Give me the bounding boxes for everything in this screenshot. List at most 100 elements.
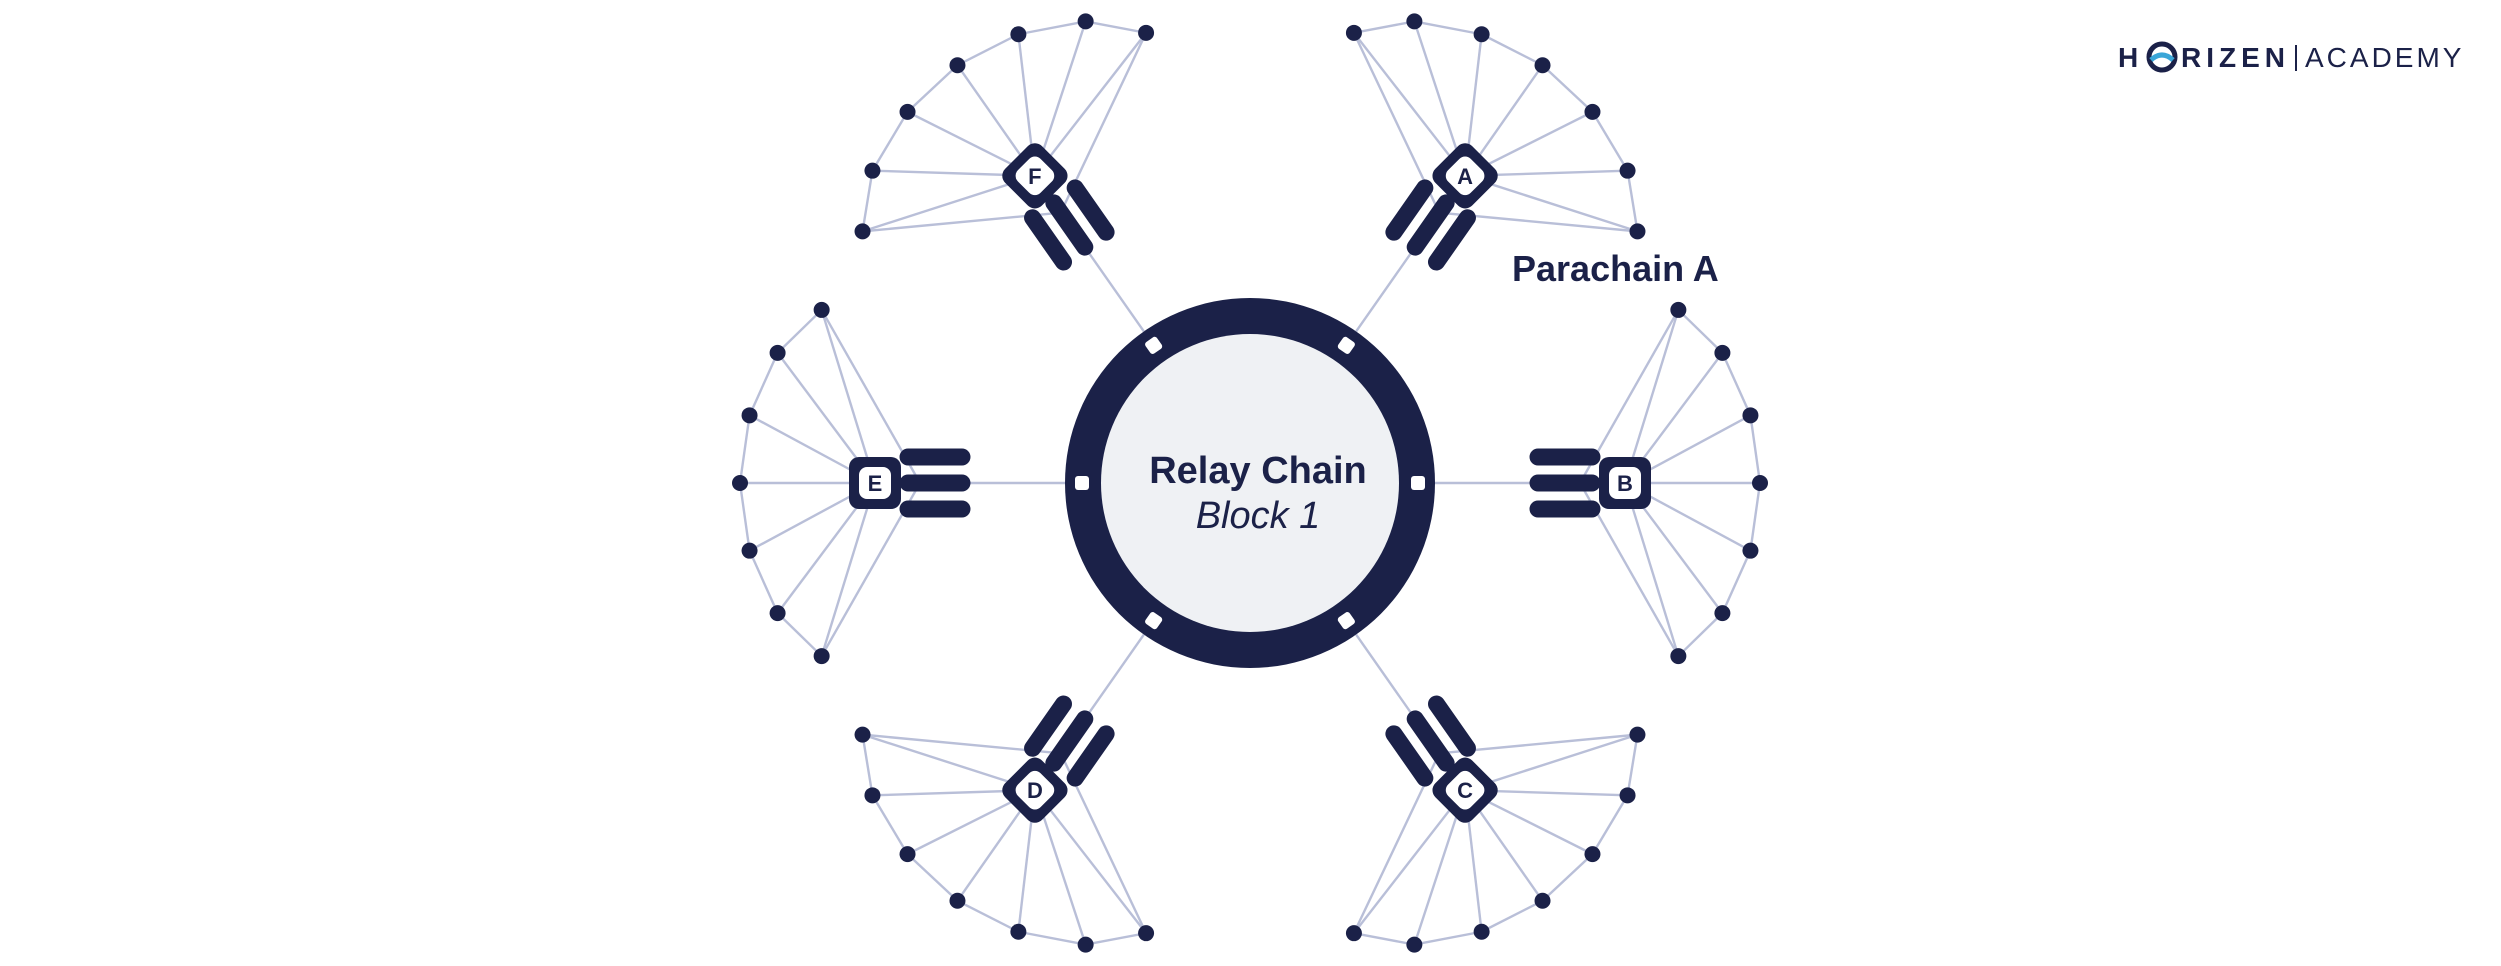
collator-node xyxy=(741,542,758,559)
block-bar xyxy=(1406,194,1455,256)
collator-ring-link xyxy=(1085,931,1147,946)
hub-port xyxy=(1337,336,1355,354)
collator-link xyxy=(1623,482,1680,657)
chip-face xyxy=(859,467,891,499)
chip-face xyxy=(1015,156,1055,196)
collator-node xyxy=(1406,13,1423,30)
collator-node xyxy=(769,605,786,622)
collator-ring-link xyxy=(906,64,959,113)
collator-ring-link xyxy=(1018,930,1086,946)
collator-node xyxy=(854,726,871,743)
parachain-a: A xyxy=(1345,13,1646,271)
collator-node xyxy=(1742,542,1759,559)
collator-ring-link xyxy=(1626,734,1639,796)
collator-ring-link xyxy=(1749,482,1762,551)
collator-ring-link xyxy=(1749,415,1762,484)
parachain-f: F xyxy=(854,13,1155,271)
collator-node xyxy=(1670,648,1687,665)
collator-link xyxy=(820,309,877,484)
collator-node xyxy=(1629,726,1646,743)
collator-node xyxy=(1619,162,1636,179)
collator-ring-link xyxy=(738,415,751,484)
hub-port xyxy=(1411,476,1425,490)
collator-link xyxy=(1352,789,1467,934)
collator-link xyxy=(1464,733,1638,792)
collator-node xyxy=(1584,846,1601,863)
chip-face xyxy=(1445,156,1485,196)
collator-node xyxy=(1752,475,1768,491)
collator-node xyxy=(732,475,748,491)
collator-node xyxy=(949,892,966,909)
collator-node xyxy=(741,407,758,424)
brand-divider xyxy=(2295,45,2297,71)
hub-inner-disc xyxy=(1101,334,1399,632)
parachain-letter-f: F xyxy=(1028,164,1041,189)
collator-node xyxy=(1473,26,1490,43)
collator-node xyxy=(1077,936,1094,953)
collator-ring-link xyxy=(871,794,909,855)
collator-link xyxy=(1033,32,1148,177)
collator-node xyxy=(1619,787,1636,804)
hub-port xyxy=(1337,612,1355,630)
parachain-chip xyxy=(1432,143,1498,209)
collator-node xyxy=(1077,13,1094,30)
parachain-chip xyxy=(1002,757,1068,823)
collator-ring-link xyxy=(776,612,823,657)
block-bar xyxy=(1066,179,1115,241)
collator-node xyxy=(899,103,916,120)
collator-ring-link xyxy=(1481,899,1544,933)
block-bar xyxy=(1427,695,1476,757)
collator-node xyxy=(1138,24,1155,41)
collator-ring-link xyxy=(1353,20,1415,35)
chip-face xyxy=(1609,467,1641,499)
collator-link xyxy=(1033,789,1148,934)
collator-node xyxy=(1406,936,1423,953)
parachain-letter-d: D xyxy=(1027,778,1043,803)
collator-node xyxy=(1714,605,1731,622)
block-bar xyxy=(1385,179,1434,241)
collator-node xyxy=(1714,344,1731,361)
parachain-e: E xyxy=(732,301,971,665)
parachain-chip xyxy=(849,457,901,509)
block-bar xyxy=(1024,695,1073,757)
collator-ring-link xyxy=(1721,550,1752,614)
collator-node xyxy=(1473,923,1490,940)
block-bar xyxy=(1024,209,1073,271)
collator-ring-link xyxy=(861,734,874,796)
collator-ring-link xyxy=(1591,794,1629,855)
parachain-letter-b: B xyxy=(1617,471,1633,496)
block-bar xyxy=(1066,725,1115,787)
collator-node xyxy=(864,162,881,179)
collator-node xyxy=(813,648,830,665)
parachain-chip xyxy=(1432,757,1498,823)
block-bar xyxy=(1385,725,1434,787)
brand-name-part2: RIZEN xyxy=(2181,42,2290,73)
collator-ring-link xyxy=(871,111,909,172)
collator-ring-link xyxy=(1677,612,1724,657)
collator-node xyxy=(1010,923,1027,940)
collator-ring-link xyxy=(1353,931,1415,946)
collator-node xyxy=(1742,407,1759,424)
collator-ring-link xyxy=(1414,20,1482,36)
parachain-letter-a: A xyxy=(1457,164,1473,189)
collator-node xyxy=(1584,103,1601,120)
collator-link xyxy=(820,482,877,657)
collator-node xyxy=(854,223,871,240)
collator-ring-link xyxy=(1677,309,1724,354)
brand-name-part1: H xyxy=(2118,42,2143,73)
collator-link xyxy=(1464,174,1638,233)
collator-ring-link xyxy=(1018,20,1086,36)
hub-ports xyxy=(1075,336,1425,630)
parachain-chip xyxy=(1002,143,1068,209)
parachain-letter-c: C xyxy=(1457,778,1473,803)
collator-ring-link xyxy=(1481,33,1544,67)
block-bar xyxy=(1045,194,1094,256)
hub-port xyxy=(1075,476,1089,490)
chip-face xyxy=(1445,770,1485,810)
collator-link xyxy=(1623,309,1680,484)
collator-ring-link xyxy=(1414,930,1482,946)
collator-node xyxy=(1670,301,1687,318)
collator-node xyxy=(1345,925,1362,942)
chip-face xyxy=(1015,770,1055,810)
collator-node xyxy=(949,57,966,74)
